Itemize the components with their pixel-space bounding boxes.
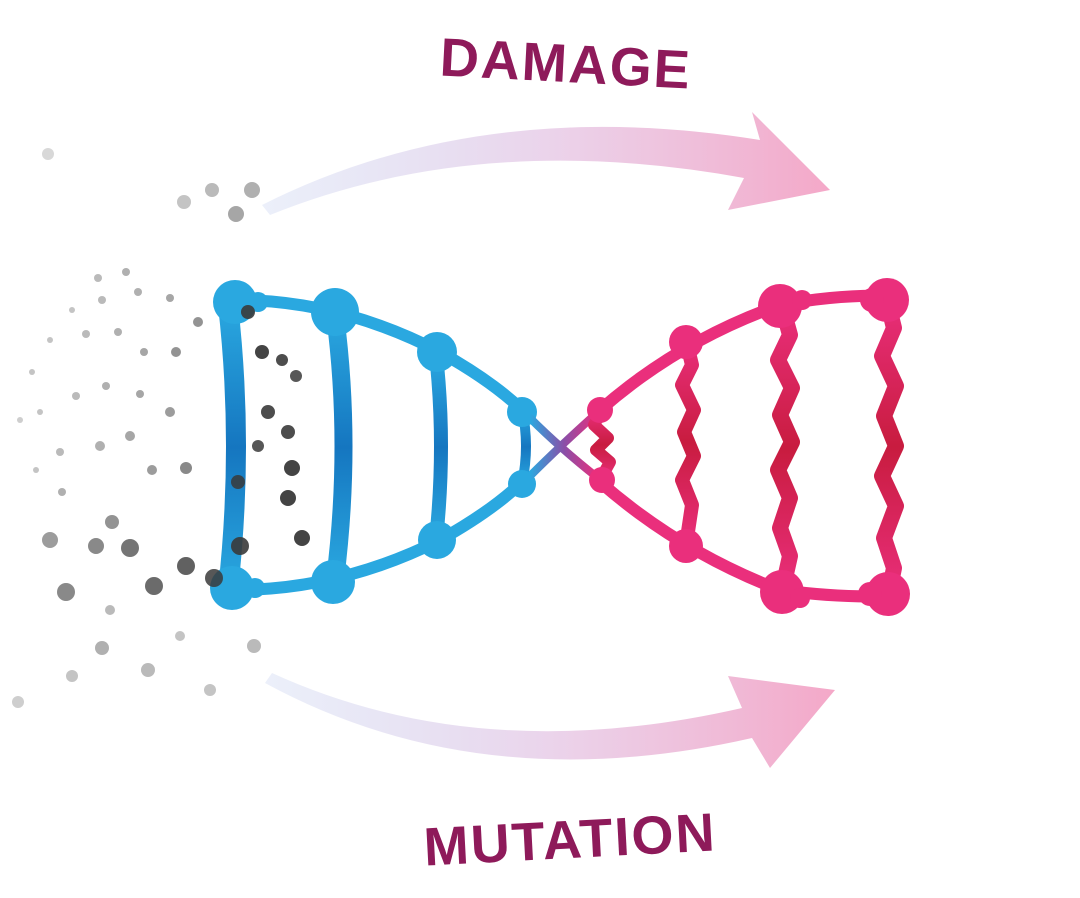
particle-dot	[47, 337, 53, 343]
particle-dot	[205, 569, 223, 587]
particle-dot	[280, 490, 296, 506]
particle-dot	[69, 307, 75, 313]
particle-dot	[121, 539, 139, 557]
particle-dot	[66, 670, 78, 682]
particle-dot	[95, 441, 105, 451]
damage-particles	[12, 148, 310, 708]
particle-dot	[294, 530, 310, 546]
particle-dot	[290, 370, 302, 382]
particle-dot	[17, 417, 23, 423]
particle-dot	[281, 425, 295, 439]
particle-dot	[114, 328, 122, 336]
particle-dot	[140, 348, 148, 356]
particle-dot	[165, 407, 175, 417]
particle-dot	[145, 577, 163, 595]
particle-dot	[105, 605, 115, 615]
particle-dot	[33, 467, 39, 473]
particle-dot	[284, 460, 300, 476]
particle-dot	[244, 182, 260, 198]
particle-dot	[241, 305, 255, 319]
particle-dot	[125, 431, 135, 441]
particle-dot	[180, 462, 192, 474]
particle-dot	[255, 345, 269, 359]
top-curved-arrow-icon	[262, 112, 830, 215]
particle-dot	[252, 440, 264, 452]
damaged-dna-strand	[587, 278, 910, 616]
damage-label: DAMAGE	[438, 27, 693, 100]
particle-dot	[136, 390, 144, 398]
particle-dot	[29, 369, 35, 375]
particle-dot	[105, 515, 119, 529]
particle-dot	[166, 294, 174, 302]
particle-dot	[95, 641, 109, 655]
particle-dot	[247, 639, 261, 653]
particle-dot	[12, 696, 24, 708]
healthy-dna-strand	[210, 280, 537, 610]
particle-dot	[141, 663, 155, 677]
particle-dot	[82, 330, 90, 338]
particle-dot	[204, 684, 216, 696]
particle-dot	[177, 195, 191, 209]
particle-dot	[177, 557, 195, 575]
particle-dot	[122, 268, 130, 276]
particle-dot	[231, 475, 245, 489]
dna-crossover	[526, 408, 602, 482]
particle-dot	[134, 288, 142, 296]
particle-dot	[193, 317, 203, 327]
particle-dot	[98, 296, 106, 304]
mutation-label: MUTATION	[422, 802, 718, 877]
particle-dot	[57, 583, 75, 601]
bottom-curved-arrow-icon	[265, 673, 835, 768]
particle-dot	[42, 532, 58, 548]
particle-dot	[58, 488, 66, 496]
particle-dot	[147, 465, 157, 475]
particle-dot	[228, 206, 244, 222]
particle-dot	[94, 274, 102, 282]
particle-dot	[171, 347, 181, 357]
particle-dot	[261, 405, 275, 419]
particle-dot	[42, 148, 54, 160]
particle-dot	[175, 631, 185, 641]
particle-dot	[231, 537, 249, 555]
particle-dot	[102, 382, 110, 390]
particle-dot	[205, 183, 219, 197]
particle-dot	[276, 354, 288, 366]
particle-dot	[72, 392, 80, 400]
particle-dot	[37, 409, 43, 415]
particle-dot	[56, 448, 64, 456]
particle-dot	[88, 538, 104, 554]
